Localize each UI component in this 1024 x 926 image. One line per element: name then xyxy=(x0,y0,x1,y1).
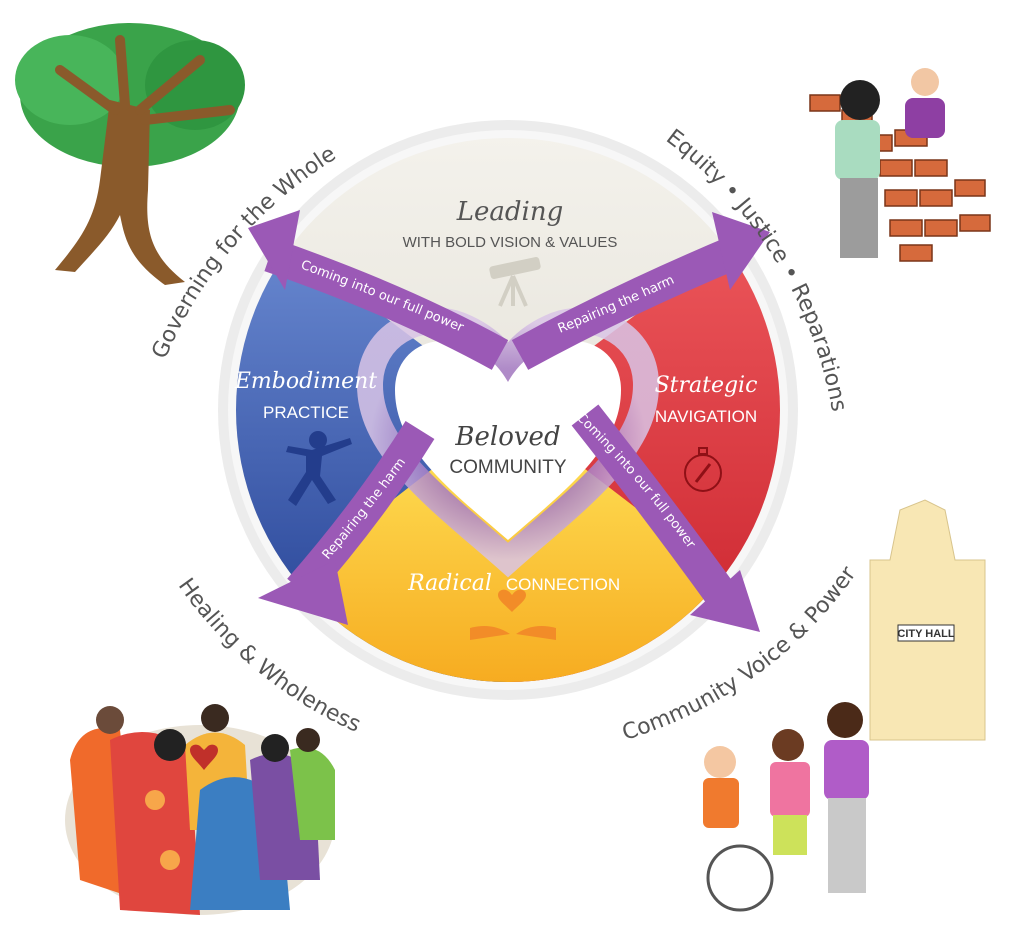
arrowhead-upper-right xyxy=(712,212,770,290)
quadrant-bottom-title: Radical xyxy=(407,571,492,596)
women-in-circle-icon xyxy=(65,704,335,915)
center-title: Beloved xyxy=(454,422,560,452)
tai-chi-figure-icon xyxy=(286,431,352,506)
compass-icon xyxy=(684,447,722,492)
arrow-upper-left xyxy=(264,238,509,370)
quadrant-right-subtitle: NAVIGATION xyxy=(655,407,757,426)
arrow-upper-right xyxy=(511,234,747,370)
telescope-icon xyxy=(489,256,541,307)
arrowhead-lower-right xyxy=(690,570,760,632)
arrow-lower-right xyxy=(571,404,739,610)
quadrant-top-subtitle: WITH BOLD VISION & VALUES xyxy=(403,234,618,251)
center-subtitle: COMMUNITY xyxy=(449,457,566,478)
center-heart xyxy=(356,307,660,578)
crossing-arrows xyxy=(248,210,770,632)
quadrant-left-subtitle: PRACTICE xyxy=(263,403,349,422)
city-hall-sign: CITY HALL xyxy=(897,628,955,640)
quadrant-bottom-heading: Radical CONNECTION xyxy=(407,571,620,596)
quadrant-left-title: Embodiment xyxy=(234,369,377,394)
arrowhead-lower-left xyxy=(258,560,348,625)
quadrant-bottom-subtitle: CONNECTION xyxy=(506,575,620,594)
arrowhead-upper-left xyxy=(248,210,300,290)
activists-at-city-hall-icon: CITY HALL xyxy=(703,499,986,912)
quadrant-top-title: Leading xyxy=(456,197,564,227)
quadrant-right-title: Strategic xyxy=(655,373,758,398)
people-building-wall-icon xyxy=(809,68,991,262)
tree-icon xyxy=(15,23,245,285)
hands-heart-icon xyxy=(470,589,556,640)
